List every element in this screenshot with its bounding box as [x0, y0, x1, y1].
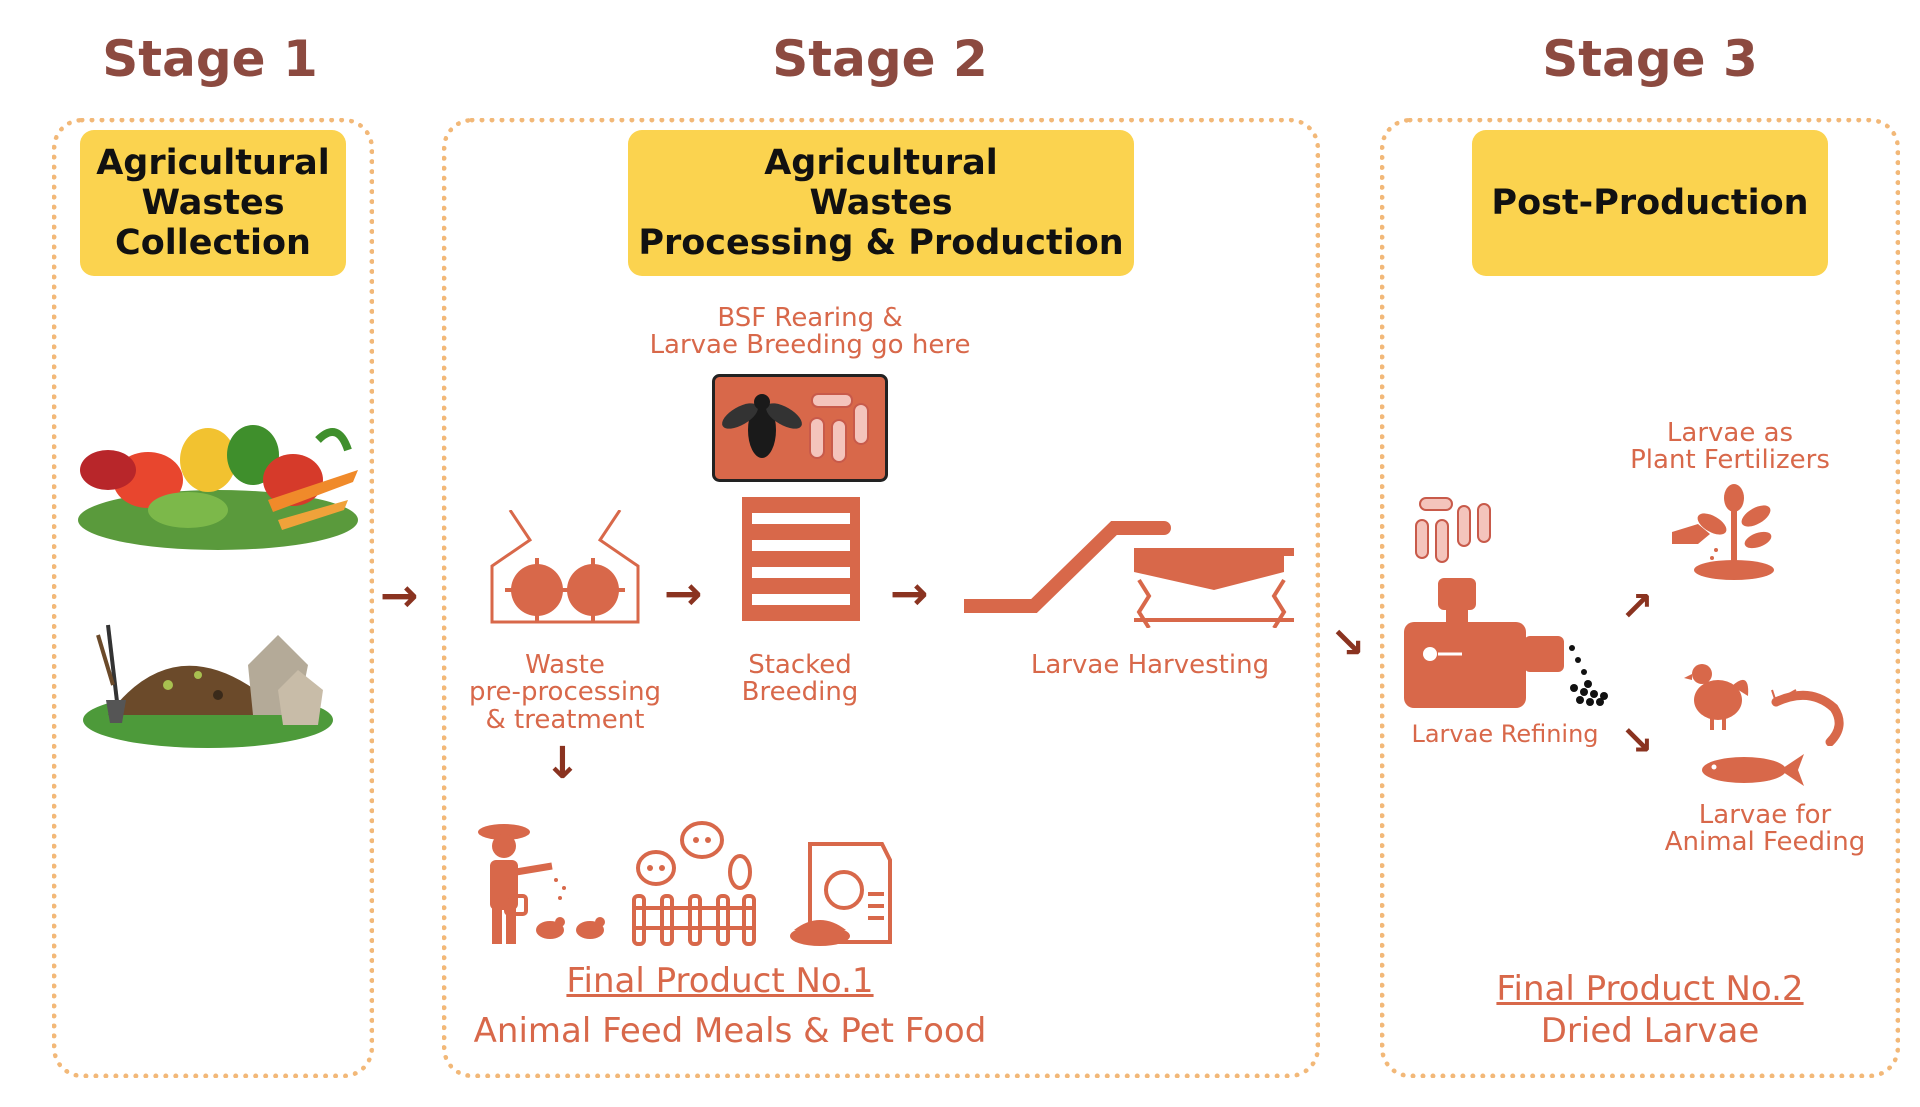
stage2-title: Stage 2: [772, 30, 988, 88]
final-product-2-title: Final Product No.2: [1496, 969, 1804, 1009]
stacked-crates-icon: [742, 497, 860, 621]
stacked-breeding-label: Stacked Breeding: [741, 650, 859, 708]
final-product-2-desc: Dried Larvae: [1540, 1011, 1760, 1051]
arrow-stacked-to-harvest: →: [890, 566, 929, 620]
stage3-title: Stage 3: [1542, 30, 1758, 88]
arrow-waste-to-stacked: →: [664, 566, 703, 620]
farm-animals-icon: [632, 821, 756, 946]
stage3-header: Post-Production: [1472, 130, 1828, 276]
stage2-panel: [442, 118, 1320, 1078]
final-product-1-title: Final Product No.1: [566, 961, 874, 1001]
vegetables-icon: [78, 425, 358, 550]
stage1-panel: [52, 118, 374, 1078]
arrow-stage2-to-stage3: ↘: [1330, 618, 1366, 667]
stage3-panel: [1380, 118, 1900, 1078]
farmer-feeding-icon: [478, 824, 605, 944]
arrow-stage1-to-stage2: →: [380, 568, 419, 622]
final-product-1-desc: Animal Feed Meals & Pet Food: [473, 1011, 987, 1051]
compost-pile-icon: [83, 624, 333, 748]
meat-grinder-icon: [1404, 578, 1608, 708]
chicken-icon: [1684, 664, 1749, 730]
arrow-waste-to-product1: ↓: [544, 738, 581, 789]
bsf-rearing-label: BSF Rearing & Larvae Breeding go here: [649, 303, 971, 361]
plant-fertilizers-label: Larvae as Plant Fertilizers: [1630, 418, 1830, 476]
larvae-icon: [1415, 497, 1491, 563]
waste-grinder-icon: [490, 510, 640, 624]
larvae-refining-label: Larvae Refining: [1411, 720, 1599, 748]
stage1-title: Stage 1: [102, 30, 318, 88]
stage2-header: Agricultural Wastes Processing & Product…: [628, 130, 1134, 276]
fly-larvae-icon: [712, 374, 888, 482]
arrow-to-fertilizer: ↗: [1620, 584, 1654, 630]
arrow-to-animal-feeding: ↘: [1620, 718, 1654, 764]
pet-food-icon: [790, 842, 892, 946]
larvae-harvesting-label: Larvae Harvesting: [1030, 650, 1270, 680]
animal-feeding-label: Larvae for Animal Feeding: [1664, 800, 1866, 858]
stage1-header: Agricultural Wastes Collection: [80, 130, 346, 276]
waste-preprocessing-label: Waste pre-processing & treatment: [468, 650, 662, 735]
fish-icon: [1702, 754, 1804, 786]
conveyor-harvester-icon: [964, 521, 1294, 628]
plant-hand-icon: [1672, 484, 1774, 580]
shrimp-icon: [1771, 689, 1844, 746]
